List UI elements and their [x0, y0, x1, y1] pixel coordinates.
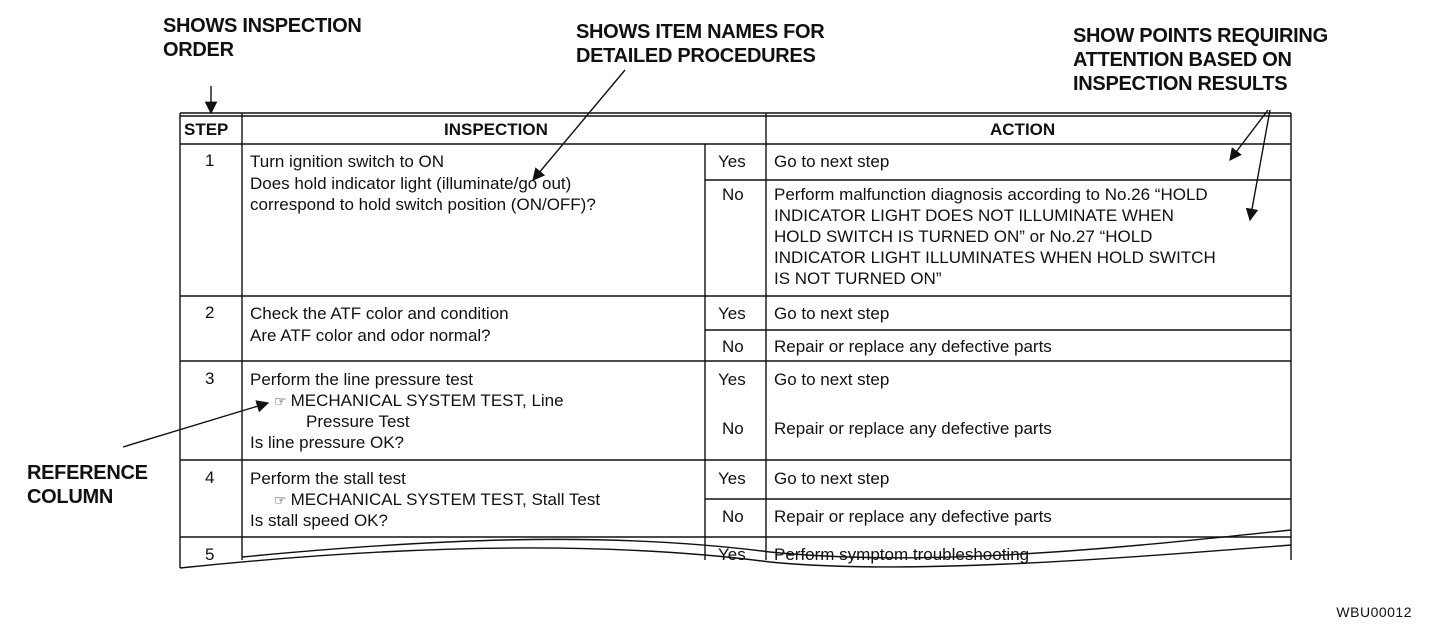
header-inspection: INSPECTION: [444, 120, 548, 139]
reference-line: ☞MECHANICAL SYSTEM TEST, Stall Test: [274, 489, 600, 511]
figure-code: WBU00012: [1336, 604, 1412, 620]
callout-line: SHOWS INSPECTION: [163, 15, 362, 37]
reference-text: MECHANICAL SYSTEM TEST, Line: [290, 391, 564, 410]
yes-label: Yes: [718, 370, 746, 389]
callout-line: INSPECTION RESULTS: [1073, 73, 1288, 95]
callout-item-names: SHOWS ITEM NAMES FOR DETAILED PROCEDURES: [576, 20, 825, 68]
inspection-line: Turn ignition switch to ON: [250, 152, 444, 171]
step-number: 4: [205, 468, 215, 487]
header-action: ACTION: [990, 120, 1056, 139]
step-number: 1: [205, 151, 215, 170]
action-line: Go to next step: [774, 370, 890, 389]
yes-label: Yes: [718, 469, 746, 488]
callout-line: COLUMN: [27, 486, 113, 508]
callout-attention-points: SHOW POINTS REQUIRING ATTENTION BASED ON…: [1073, 24, 1328, 96]
step-number: 2: [205, 303, 215, 322]
yes-label: Yes: [718, 304, 746, 323]
callout-line: REFERENCE: [27, 462, 148, 484]
inspection-line: Does hold indicator light (illuminate/go…: [250, 174, 572, 193]
action-line: Perform malfunction diagnosis according …: [774, 185, 1208, 204]
header-step: STEP: [184, 120, 229, 139]
inspection-line: Is stall speed OK?: [250, 511, 388, 530]
callout-inspection-order: SHOWS INSPECTION ORDER: [163, 14, 362, 62]
reference-text: MECHANICAL SYSTEM TEST, Stall Test: [290, 490, 601, 509]
step-number: 5: [205, 545, 215, 564]
no-label: No: [722, 337, 744, 356]
callout-line: DETAILED PROCEDURES: [576, 45, 816, 67]
reference-line: Pressure Test: [306, 412, 410, 431]
action-line: Repair or replace any defective parts: [774, 419, 1052, 438]
action-line: Go to next step: [774, 152, 890, 171]
action-line: Perform symptom troubleshooting: [774, 545, 1030, 564]
action-line: INDICATOR LIGHT ILLUMINATES WHEN HOLD SW…: [774, 248, 1216, 267]
pointing-hand-icon: ☞: [274, 393, 287, 409]
inspection-line: correspond to hold switch position (ON/O…: [250, 195, 596, 214]
reference-line: ☞MECHANICAL SYSTEM TEST, Line: [274, 390, 564, 412]
inspection-line: Is line pressure OK?: [250, 433, 405, 452]
action-line: Go to next step: [774, 469, 890, 488]
callout-line: SHOW POINTS REQUIRING: [1073, 25, 1328, 47]
action-line: HOLD SWITCH IS TURNED ON” or No.27 “HOLD: [774, 227, 1153, 246]
callout-line: ORDER: [163, 39, 234, 61]
step-number: 3: [205, 369, 215, 388]
action-line: IS NOT TURNED ON”: [774, 269, 942, 288]
no-label: No: [722, 419, 744, 438]
action-line: Repair or replace any defective parts: [774, 337, 1052, 356]
yes-label: Yes: [718, 545, 746, 564]
inspection-line: Check the ATF color and condition: [250, 304, 509, 323]
no-label: No: [722, 507, 744, 526]
inspection-line: Are ATF color and odor normal?: [250, 326, 491, 345]
yes-label: Yes: [718, 152, 746, 171]
callout-line: ATTENTION BASED ON: [1073, 49, 1292, 71]
inspection-line: Perform the stall test: [250, 469, 406, 488]
inspection-line: Perform the line pressure test: [250, 370, 473, 389]
pointing-hand-icon: ☞: [274, 492, 287, 508]
action-line: Go to next step: [774, 304, 890, 323]
no-label: No: [722, 185, 744, 204]
callout-reference-column: REFERENCE COLUMN: [27, 461, 148, 509]
action-line: Repair or replace any defective parts: [774, 507, 1052, 526]
callout-line: SHOWS ITEM NAMES FOR: [576, 21, 825, 43]
action-line: INDICATOR LIGHT DOES NOT ILLUMINATE WHEN: [774, 206, 1174, 225]
